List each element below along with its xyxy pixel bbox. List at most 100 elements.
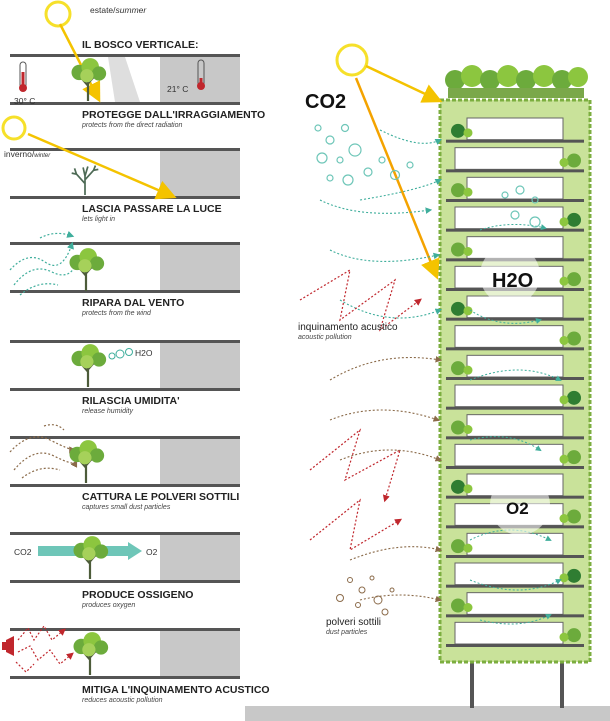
panel-sun-protection: estate/summer IL BOSCO VERTICALE: 30° C …	[10, 0, 265, 129]
panel-wind: RIPARA DAL VENTO protects from the wind	[9, 231, 240, 317]
planter-tree	[451, 361, 465, 376]
panel-title: RILASCIA UMIDITA'	[82, 395, 180, 407]
floor-slab	[454, 443, 564, 467]
panel-light: inverno/winter LASCIA PASSARE LA LUCE le…	[1, 115, 240, 223]
planter-tree	[451, 539, 465, 554]
panel-subtitle: release humidity	[82, 408, 133, 415]
season-summer-label: estate/summer	[90, 5, 147, 15]
tree-icon	[72, 534, 110, 580]
dust-flows	[329, 356, 443, 603]
floor-slab	[454, 621, 564, 645]
panel-humidity: H2O RILASCIA UMIDITA' release humidity	[10, 340, 240, 415]
building-section	[245, 65, 610, 721]
panel-subtitle: protects from the direct radiation	[81, 122, 182, 129]
panel-subtitle: lets light in	[82, 216, 115, 223]
panel-title: PROTEGGE DALL'IRRAGGIAMENTO	[82, 109, 265, 121]
planter-tree	[559, 158, 569, 167]
panel-subtitle: protects from the wind	[81, 310, 152, 317]
planter-tree	[463, 365, 473, 375]
dust-flow-icon	[9, 424, 78, 479]
planter-tree	[451, 123, 465, 138]
panel-subtitle: captures small dust particles	[82, 504, 171, 511]
tree-icon	[68, 438, 106, 484]
tree-icon	[72, 630, 110, 676]
planter-trees	[451, 123, 581, 643]
panel-title: LASCIA PASSARE LA LUCE	[82, 203, 222, 215]
planter-tree	[559, 336, 569, 345]
h2o-big-label: H2O	[492, 270, 533, 292]
planter-tree	[463, 603, 473, 612]
panel-oxygen: CO2 O2 PRODUCE OSSIGENO produces oxygen	[10, 532, 240, 609]
planter-tree	[567, 450, 581, 465]
planter-tree	[451, 242, 465, 257]
sun-ray	[354, 77, 440, 280]
floor-line	[446, 317, 584, 321]
planter-tree	[451, 420, 465, 435]
noise-zigzags	[299, 268, 422, 552]
dust-label-en: dust particles	[326, 629, 368, 636]
panel-title: RIPARA DAL VENTO	[82, 297, 184, 309]
noise-label: inquinamento acustico	[298, 322, 398, 333]
planter-tree	[463, 484, 473, 494]
planter-tree	[451, 301, 465, 316]
planter-tree	[559, 573, 569, 583]
dust-particles	[336, 575, 395, 616]
panel-title: PRODUCE OSSIGENO	[82, 589, 193, 601]
o2-label: O2	[146, 547, 158, 557]
sun-icon	[1, 115, 27, 141]
floor-slab	[454, 206, 564, 230]
panel-noise: MITIGA L'INQUINAMENTO ACUSTICO reduces a…	[2, 624, 270, 704]
sun-icon	[44, 0, 72, 28]
planter-tree	[567, 331, 581, 346]
o2-cloud	[490, 475, 550, 535]
floor-line	[446, 436, 584, 440]
floor-line	[446, 377, 584, 380]
co2-bubbles	[314, 123, 541, 228]
ground	[245, 706, 610, 721]
floor-line	[446, 644, 584, 647]
floor-slab	[466, 117, 564, 141]
dust-label: polveri sottili	[326, 617, 381, 628]
wind-icon	[9, 231, 81, 296]
panel-dust: CATTURA LE POLVERI SOTTILI captures smal…	[9, 424, 240, 511]
planter-tree	[463, 247, 473, 256]
floor-line	[446, 406, 584, 410]
floor-line	[446, 347, 584, 351]
planter-tree	[463, 425, 473, 434]
floor-slab	[454, 384, 564, 408]
floor-line	[446, 466, 584, 469]
thermometer-hot-icon	[19, 61, 27, 92]
floor-line	[446, 169, 584, 173]
panel-title: MITIGA L'INQUINAMENTO ACUSTICO	[82, 684, 270, 696]
planter-tree	[559, 395, 569, 405]
panel-subtitle: reduces acoustic pollution	[82, 697, 163, 704]
planter-tree	[559, 514, 569, 523]
panel-subtitle: produces oxygen	[81, 602, 135, 609]
planter-tree	[567, 509, 581, 524]
planter-tree	[451, 479, 465, 494]
temp-outside: 30° C	[14, 96, 35, 106]
planter-tree	[559, 454, 569, 464]
sun-icon	[335, 43, 369, 77]
planter-tree	[559, 632, 569, 642]
planter-tree	[567, 390, 581, 405]
floor-line	[446, 228, 584, 232]
floor-slab	[454, 147, 564, 170]
noise-waves	[15, 624, 74, 673]
tree-icon	[70, 56, 108, 102]
o2-big-label: O2	[506, 499, 529, 518]
floor-line	[446, 584, 584, 588]
planter-tree	[567, 212, 581, 227]
planter-tree	[567, 568, 581, 583]
floor-slab	[454, 562, 564, 586]
planter-tree	[463, 187, 473, 197]
sun-ray	[365, 64, 443, 103]
floor-slab	[466, 592, 564, 615]
h2o-label: H2O	[135, 348, 153, 358]
humidity-bubbles	[108, 348, 133, 360]
planter-tree	[463, 306, 473, 316]
season-winter-label: inverno/winter	[4, 149, 51, 159]
header-title: IL BOSCO VERTICALE:	[82, 39, 198, 51]
co2-flow-arrows	[319, 129, 443, 319]
